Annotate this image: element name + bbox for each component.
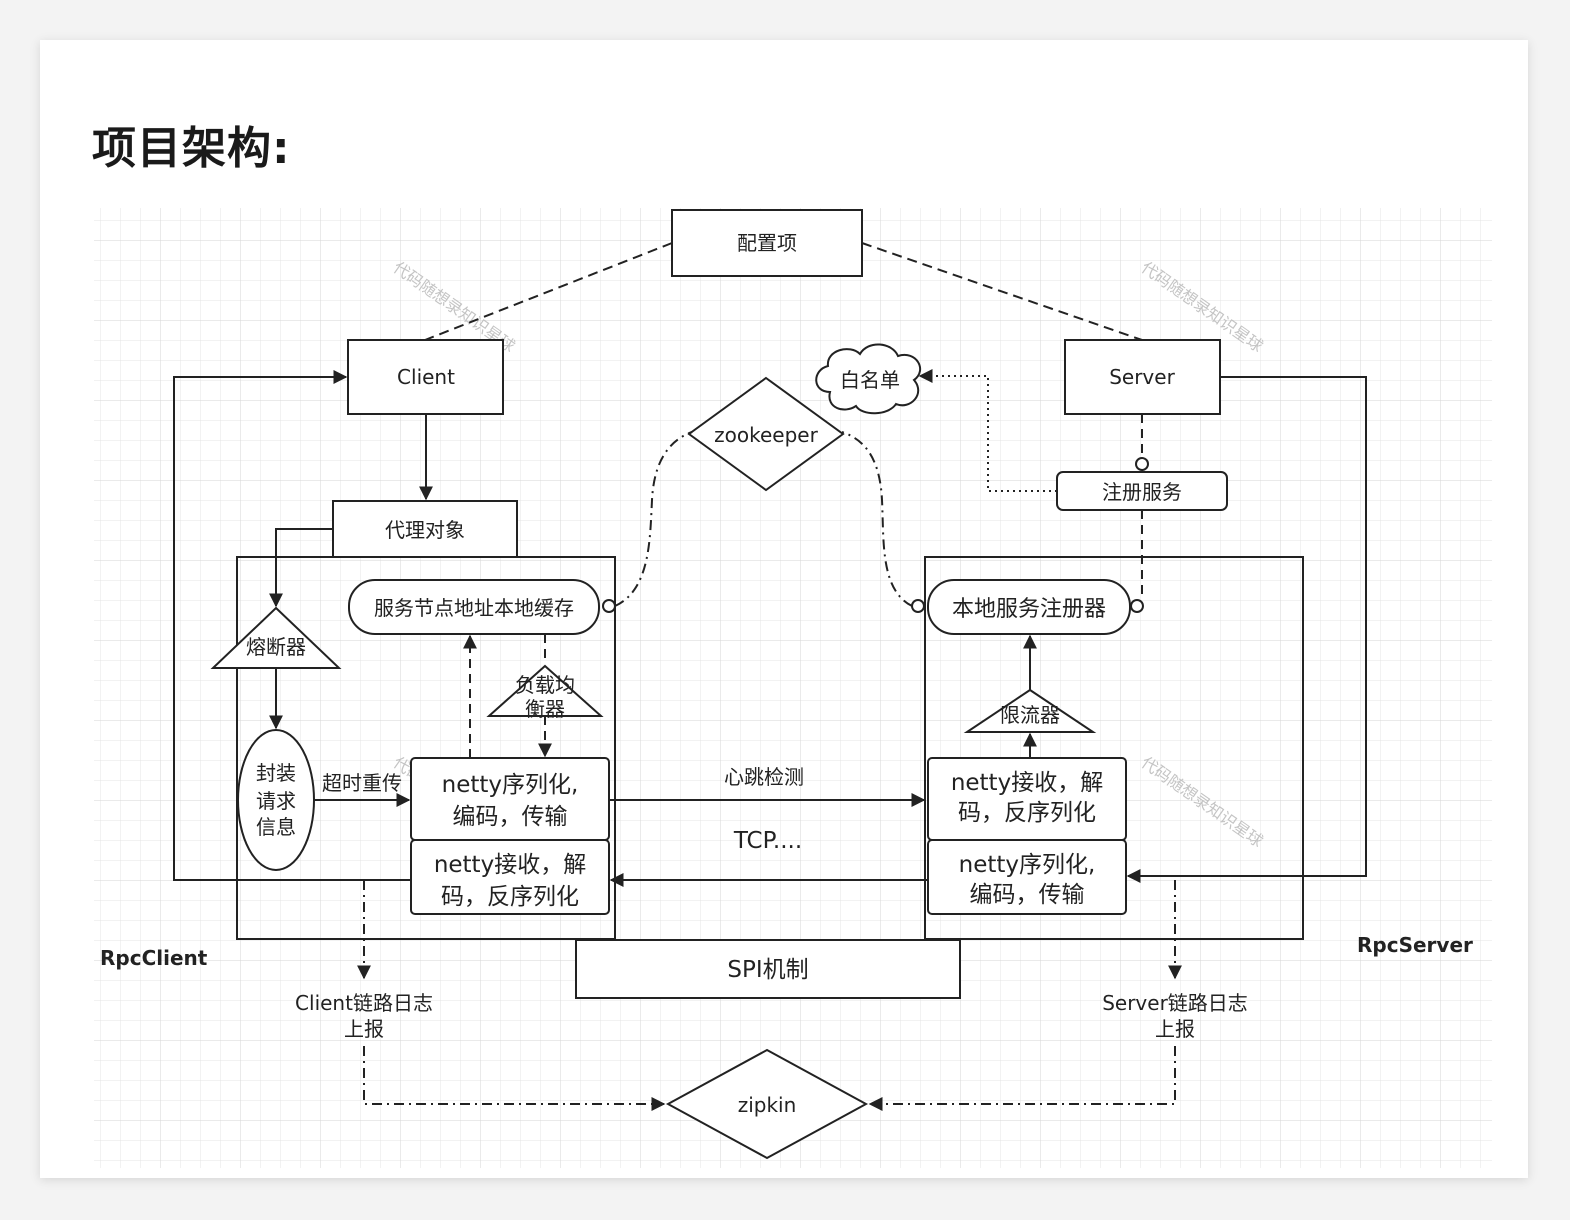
client-log-label-2: 上报	[344, 1017, 384, 1041]
whitelist-cloud: 白名单	[815, 343, 921, 415]
svg-text:码，反序列化: 码，反序列化	[441, 884, 579, 910]
svg-text:Server: Server	[1109, 365, 1175, 389]
svg-text:封装: 封装	[256, 761, 296, 785]
svg-text:netty序列化,: netty序列化,	[442, 772, 579, 798]
rpc-server-container	[924, 556, 1304, 940]
svg-text:信息: 信息	[256, 815, 296, 839]
server-netty-serialize-box: netty序列化, 编码，传输	[927, 839, 1127, 915]
client-netty-receive-box: netty接收，解 码，反序列化	[410, 839, 610, 915]
proxy-object-box: 代理对象	[332, 500, 518, 558]
zipkin-diamond: zipkin	[665, 1048, 869, 1160]
svg-text:熔断器: 熔断器	[246, 635, 306, 659]
svg-text:zipkin: zipkin	[738, 1093, 797, 1117]
server-log-label: Server链路日志	[1102, 991, 1248, 1015]
svg-text:编码，传输: 编码，传输	[453, 804, 568, 830]
client-box: Client	[347, 339, 504, 415]
svg-text:服务节点地址本地缓存: 服务节点地址本地缓存	[374, 596, 574, 620]
tcp-label: TCP....	[733, 828, 802, 854]
load-balancer-triangle: 负载均 衡器	[486, 664, 604, 721]
encapsulate-request-ellipse: 封装 请求 信息	[237, 729, 315, 871]
rpc-server-label: RpcServer	[1357, 933, 1473, 957]
svg-text:限流器: 限流器	[1000, 703, 1060, 727]
svg-text:注册服务: 注册服务	[1102, 480, 1182, 504]
client-log-label: Client链路日志	[295, 991, 433, 1015]
svg-text:码，反序列化: 码，反序列化	[958, 800, 1096, 826]
server-log-label-2: 上报	[1155, 1017, 1195, 1041]
svg-text:白名单: 白名单	[840, 368, 900, 392]
svg-text:netty接收，解: netty接收，解	[951, 770, 1103, 796]
svg-text:Client: Client	[397, 365, 455, 389]
svg-text:netty序列化,: netty序列化,	[959, 852, 1096, 878]
spi-box: SPI机制	[575, 939, 961, 999]
svg-text:netty接收，解: netty接收，解	[434, 852, 586, 878]
circuit-breaker-triangle: 熔断器	[210, 606, 342, 669]
connectors	[173, 370, 1367, 887]
svg-text:编码，传输: 编码，传输	[970, 882, 1085, 908]
register-service-box: 注册服务	[1056, 471, 1228, 511]
config-item-box: 配置项	[671, 209, 863, 277]
rpc-client-label: RpcClient	[100, 946, 208, 970]
server-box: Server	[1064, 339, 1221, 415]
svg-text:本地服务注册器: 本地服务注册器	[952, 597, 1106, 622]
server-netty-receive-box: netty接收，解 码，反序列化	[927, 757, 1127, 841]
page-title: 项目架构:	[92, 123, 291, 174]
local-cache-box: 服务节点地址本地缓存	[348, 579, 600, 635]
local-registry-box: 本地服务注册器	[927, 579, 1131, 635]
timeout-retry-label: 超时重传	[322, 771, 402, 795]
svg-text:zookeeper: zookeeper	[714, 423, 818, 447]
svg-text:请求: 请求	[256, 789, 296, 813]
heartbeat-label: 心跳检测	[724, 765, 804, 789]
zookeeper-diamond: zookeeper	[687, 376, 845, 492]
svg-text:配置项: 配置项	[737, 231, 797, 255]
svg-text:代理对象: 代理对象	[385, 518, 465, 542]
rate-limiter-triangle: 限流器	[963, 688, 1097, 733]
svg-text:SPI机制: SPI机制	[727, 957, 808, 983]
svg-text:负载均: 负载均	[515, 673, 575, 697]
client-netty-serialize-box: netty序列化, 编码，传输	[410, 757, 610, 841]
